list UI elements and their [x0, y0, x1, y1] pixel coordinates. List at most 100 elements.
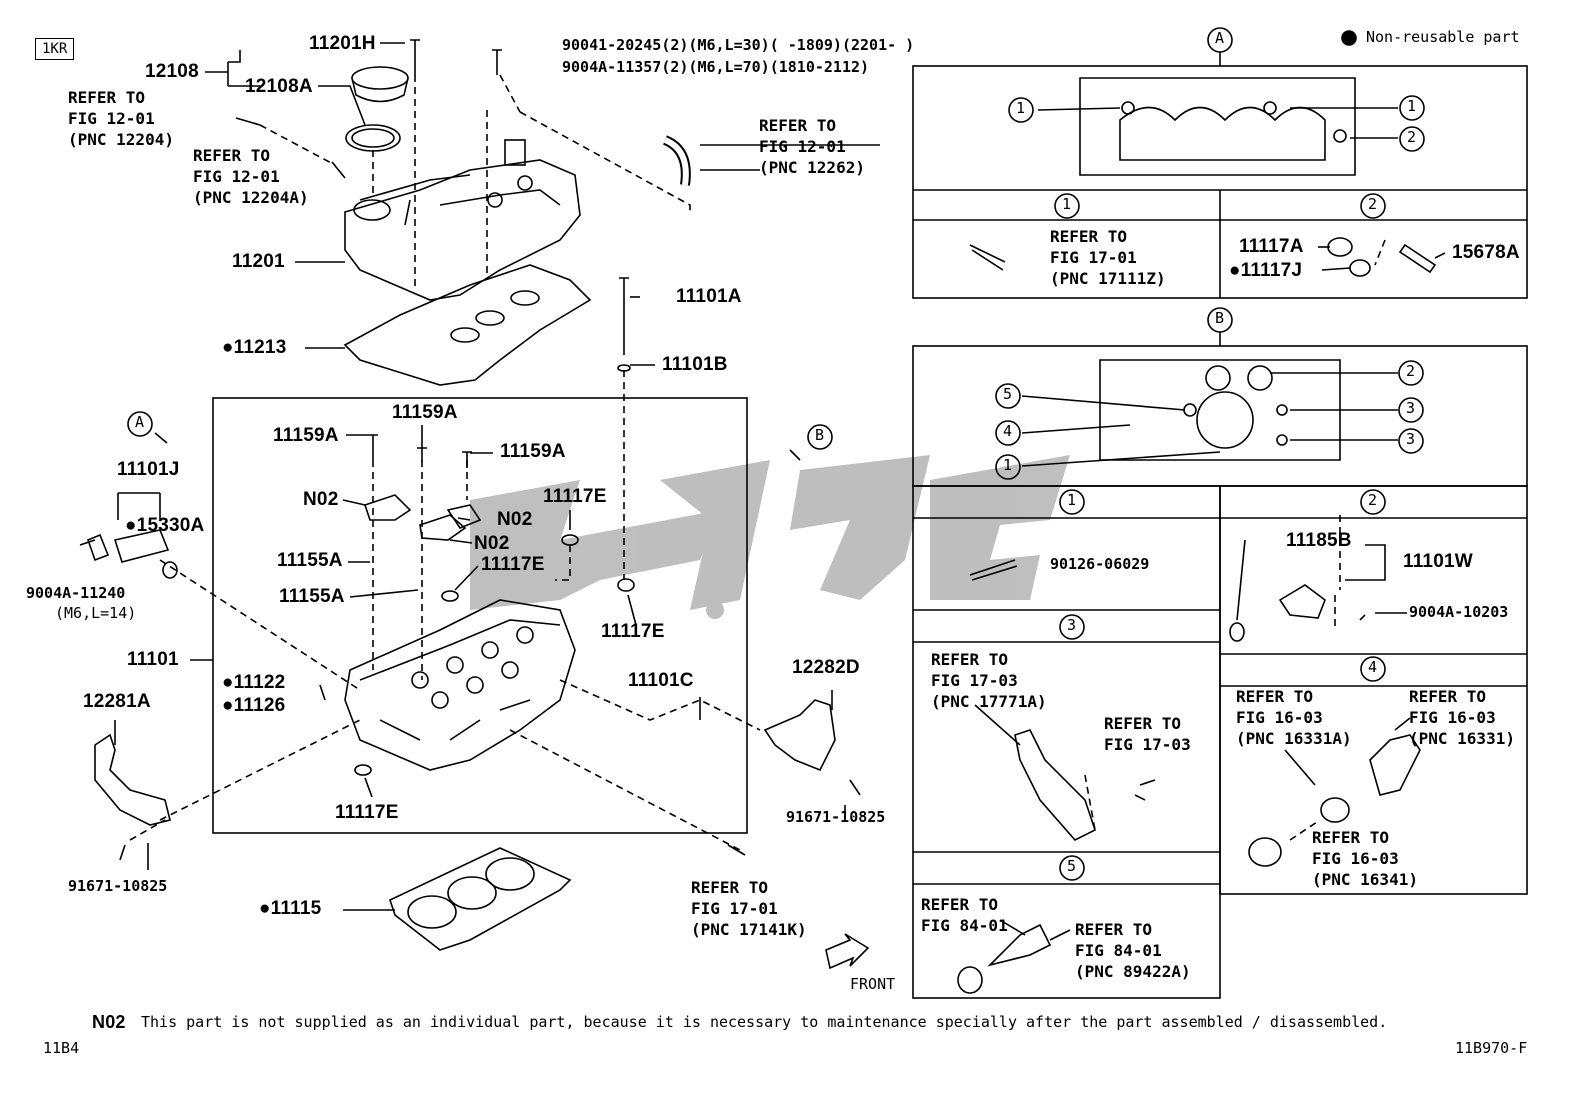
detail-b-frame [912, 345, 1528, 999]
page-code-left: 11B4 [43, 1039, 80, 1057]
part-91671-10825-left[interactable]: 91671-10825 [68, 877, 168, 895]
section-b4-header: 4 [1368, 658, 1378, 676]
front-arrow-icon [825, 933, 870, 970]
legend-text: Non-reusable part [1366, 28, 1520, 46]
part-11159A-3[interactable]: 11159A [500, 441, 566, 462]
part-11101W[interactable]: 11101W [1403, 551, 1473, 572]
footnote-text: This part is not supplied as an individu… [141, 1013, 1388, 1031]
part-11126[interactable]: ●11126 [222, 695, 286, 716]
callout-b4: 4 [1003, 422, 1013, 440]
section-a1-header: 1 [1062, 195, 1072, 213]
bolt-spec-line-1: 90041-20245(2)(M6,L=30)( -1809)(2201- ) [562, 36, 915, 54]
page-code-right: 11B970-F [1455, 1039, 1528, 1057]
part-11185B[interactable]: 11185B [1286, 530, 1352, 551]
part-11201[interactable]: 11201 [232, 251, 285, 272]
cylinder-head-cover-drawing [344, 139, 581, 301]
detail-a-frame [912, 65, 1528, 299]
ref-fig12-01-12204A[interactable]: REFER TO FIG 12-01 (PNC 12204A) [193, 146, 309, 207]
ref-fig84-01-89422A[interactable]: REFER TO FIG 84-01 (PNC 89422A) [1075, 920, 1191, 981]
part-11117E-4[interactable]: 11117E [335, 802, 399, 823]
part-11213[interactable]: ●11213 [222, 337, 287, 358]
part-11115[interactable]: ●11115 [259, 898, 322, 919]
part-11101B[interactable]: 11101B [662, 354, 728, 375]
ref-fig16-03-16331A[interactable]: REFER TO FIG 16-03 (PNC 16331A) [1236, 687, 1352, 748]
part-11101A[interactable]: 11101A [676, 286, 742, 307]
engine-hanger-right-drawing [763, 699, 836, 772]
ref-fig12-01-12262[interactable]: REFER TO FIG 12-01 (PNC 12262) [759, 116, 865, 177]
ref-fig17-01-17141K[interactable]: REFER TO FIG 17-01 (PNC 17141K) [691, 878, 807, 939]
part-11122[interactable]: ●11122 [222, 672, 286, 693]
callout-B-left: B [815, 426, 825, 444]
callout-b1: 1 [1003, 456, 1013, 474]
section-b5-header: 5 [1067, 857, 1077, 875]
engine-tag: 1KR [35, 38, 75, 60]
assembly-guide-lines [129, 74, 1386, 851]
leader-lines [114, 42, 1446, 911]
part-11159A-2[interactable]: 11159A [392, 402, 458, 423]
part-N02-3[interactable]: N02 [474, 533, 510, 554]
part-12108[interactable]: 12108 [145, 61, 199, 82]
callout-b3-a: 3 [1406, 399, 1416, 417]
callout-a1-left: 1 [1016, 99, 1026, 117]
part-11101[interactable]: 11101 [127, 649, 179, 670]
footnote-code: N02 [92, 1012, 126, 1032]
ref-fig17-01-17111Z[interactable]: REFER TO FIG 17-01 (PNC 17111Z) [1050, 227, 1166, 288]
callout-B-top: B [1215, 309, 1225, 327]
part-11155A-1[interactable]: 11155A [277, 550, 343, 571]
ref-fig16-03-16331[interactable]: REFER TO FIG 16-03 (PNC 16331) [1409, 687, 1515, 748]
ref-fig17-03-17771A[interactable]: REFER TO FIG 17-03 (PNC 17771A) [931, 650, 1047, 711]
section-b3-header: 3 [1067, 616, 1077, 634]
part-12108A[interactable]: 12108A [245, 76, 313, 97]
section-a2-header: 2 [1368, 195, 1378, 213]
part-11159A-1[interactable]: 11159A [273, 425, 339, 446]
ref-fig17-03[interactable]: REFER TO FIG 17-03 [1104, 714, 1191, 754]
cylinder-head-drawing [344, 599, 576, 771]
section-b2-header: 2 [1368, 491, 1378, 509]
engine-hanger-left-drawing [94, 733, 171, 826]
callout-b3-b: 3 [1406, 430, 1416, 448]
part-11201H[interactable]: 11201H [309, 33, 376, 54]
part-15678A[interactable]: 15678A [1452, 242, 1520, 263]
part-11117E-2[interactable]: 11117E [481, 554, 545, 575]
ref-fig84-01[interactable]: REFER TO FIG 84-01 [921, 895, 1008, 935]
callout-a1-right: 1 [1407, 97, 1417, 115]
part-12282D[interactable]: 12282D [792, 657, 860, 678]
part-9004A-11240[interactable]: 9004A-11240 [26, 584, 126, 602]
watermark-logo [470, 455, 1070, 619]
part-9004A-11240-spec: (M6,L=14) [55, 604, 137, 622]
cylinder-head-gasket-drawing [389, 847, 572, 951]
front-label: FRONT [850, 975, 896, 993]
part-11101J[interactable]: 11101J [117, 459, 180, 480]
oil-control-valve-drawing [79, 529, 178, 579]
part-N02-2[interactable]: N02 [497, 509, 533, 530]
oil-filler-cap-drawing [345, 66, 409, 152]
head-cover-gasket-drawing [343, 264, 592, 386]
part-11117E-1[interactable]: 11117E [543, 486, 607, 507]
bolt-spec-line-2: 9004A-11357(2)(M6,L=70)(1810-2112) [562, 58, 870, 76]
part-91671-10825-right[interactable]: 91671-10825 [786, 808, 886, 826]
detail-a-head-drawing [1079, 77, 1356, 176]
part-15330A[interactable]: ●15330A [125, 515, 205, 536]
part-11117E-3[interactable]: 11117E [601, 621, 665, 642]
callout-a2-right: 2 [1407, 128, 1417, 146]
callout-b5: 5 [1003, 385, 1013, 403]
part-11155A-2[interactable]: 11155A [279, 586, 345, 607]
section-b1-header: 1 [1067, 491, 1077, 509]
part-N02-1[interactable]: N02 [303, 489, 339, 510]
part-11117J[interactable]: ●11117J [1229, 260, 1303, 281]
ref-fig16-03-16341[interactable]: REFER TO FIG 16-03 (PNC 16341) [1312, 828, 1418, 889]
part-9004A-10203[interactable]: 9004A-10203 [1409, 603, 1509, 621]
cylinder-head-group-box [212, 397, 748, 834]
non-reusable-marker-icon [1341, 30, 1357, 46]
callout-circles [127, 27, 1425, 881]
callout-A-left: A [135, 413, 145, 431]
part-90126-06029[interactable]: 90126-06029 [1050, 555, 1150, 573]
callout-A-top: A [1215, 29, 1225, 47]
callout-b2: 2 [1406, 362, 1416, 380]
part-12281A[interactable]: 12281A [83, 691, 151, 712]
part-11117A[interactable]: 11117A [1239, 236, 1304, 257]
ref-fig12-01-12204[interactable]: REFER TO FIG 12-01 (PNC 12204) [68, 88, 174, 149]
part-11101C[interactable]: 11101C [628, 670, 694, 691]
